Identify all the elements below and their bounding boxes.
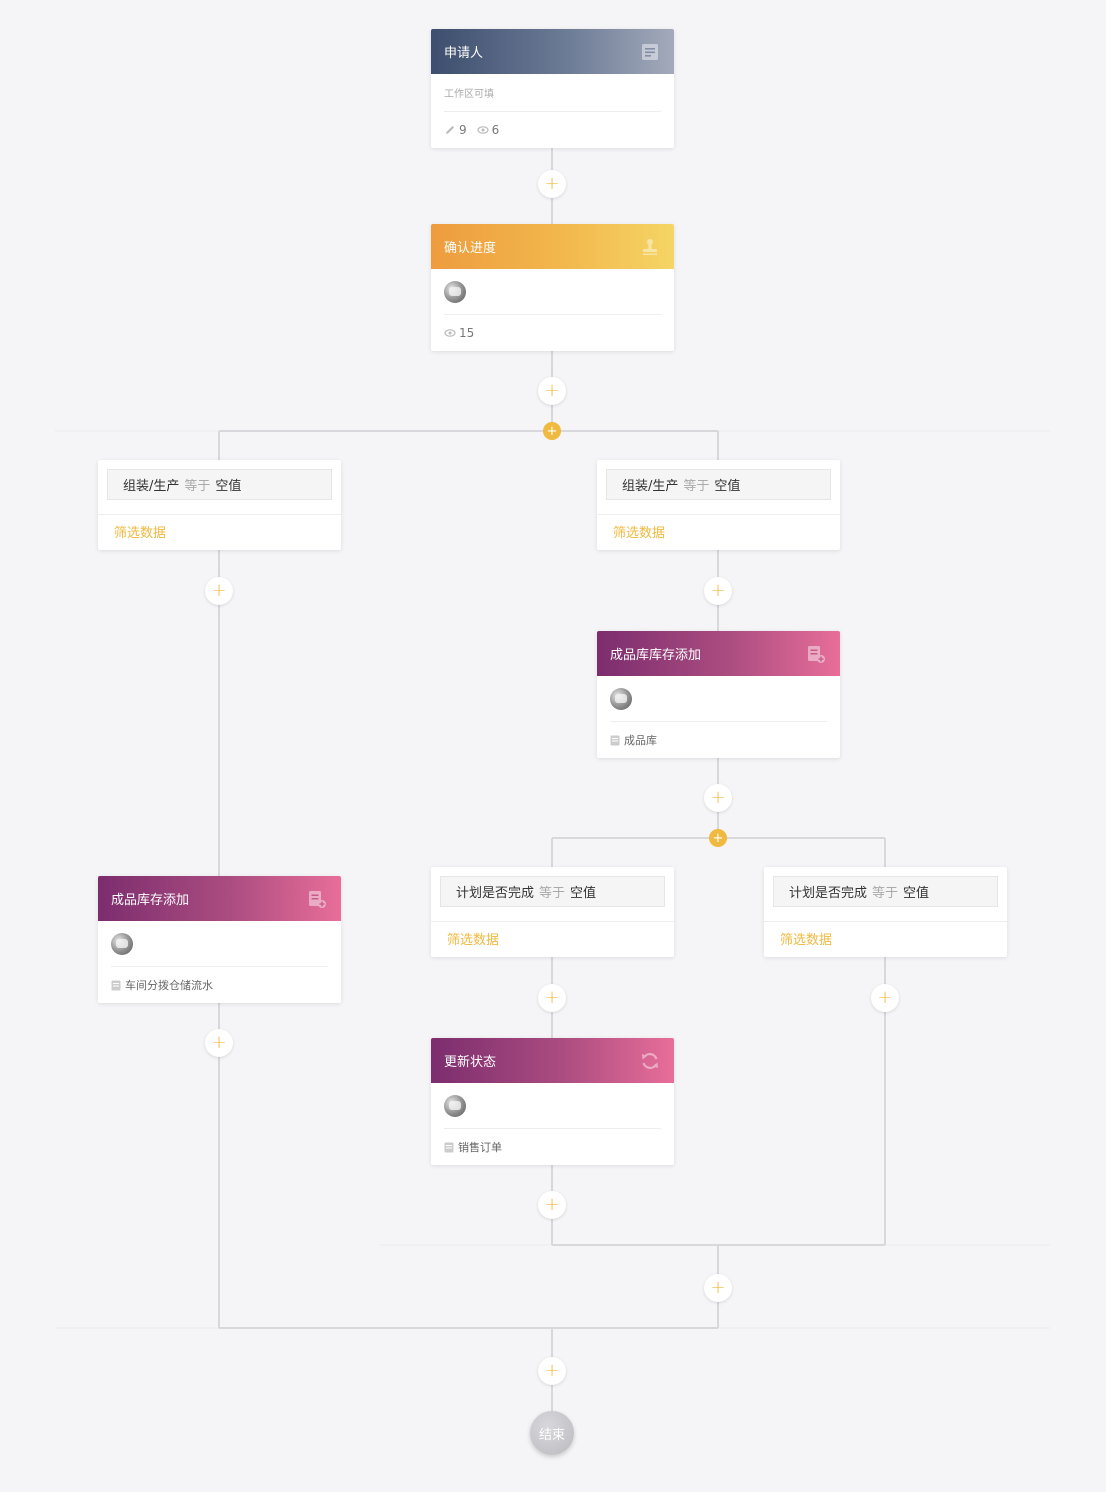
condition-field: 组装/生产 — [622, 479, 679, 494]
edit-count: 9 — [444, 123, 467, 137]
node-title: 成品库库存添加 — [610, 648, 702, 663]
node-header: 更新状态 — [431, 1038, 674, 1083]
condition-value: 空值 — [570, 886, 597, 901]
add-node-button[interactable]: + — [538, 170, 566, 198]
node-confirm[interactable]: 确认进度 15 — [431, 224, 674, 351]
node-applicant-header: 申请人 — [431, 29, 674, 74]
condition-value: 空值 — [903, 886, 930, 901]
condition-op: 等于 — [683, 479, 710, 494]
node-title: 申请人 — [444, 46, 484, 61]
condition-value: 空值 — [714, 479, 741, 494]
node-update-status[interactable]: 更新状态 销售订单 — [431, 1038, 674, 1165]
target-worksheet: 销售订单 — [444, 1139, 502, 1155]
sheet-icon — [111, 980, 121, 990]
view-count: 15 — [444, 326, 474, 340]
eye-icon — [477, 126, 489, 134]
node-applicant[interactable]: 申请人 工作区可填 9 6 — [431, 29, 674, 148]
condition-op: 等于 — [872, 886, 899, 901]
sheet-icon — [444, 1142, 454, 1152]
filter-data-link[interactable]: 筛选数据 — [613, 526, 666, 541]
node-title: 成品库存添加 — [111, 893, 190, 908]
form-icon — [639, 41, 661, 63]
add-node-button[interactable]: + — [538, 1357, 566, 1385]
add-branch-button[interactable]: + — [543, 422, 561, 440]
target-worksheet: 成品库 — [610, 732, 657, 748]
end-label: 结束 — [538, 1427, 565, 1443]
condition-mid[interactable]: 计划是否完成 等于 空值 筛选数据 — [431, 867, 674, 957]
node-hint: 工作区可填 — [444, 89, 494, 100]
node-title: 确认进度 — [444, 241, 497, 256]
refresh-icon — [639, 1050, 661, 1072]
add-node-button[interactable]: + — [704, 1274, 732, 1302]
add-node-button[interactable]: + — [871, 984, 899, 1012]
end-node: 结束 — [530, 1411, 574, 1455]
filter-data-link[interactable]: 筛选数据 — [114, 526, 167, 541]
add-node-button[interactable]: + — [704, 577, 732, 605]
add-record-icon — [805, 643, 827, 665]
add-node-button[interactable]: + — [205, 1029, 233, 1057]
add-node-button[interactable]: + — [538, 1191, 566, 1219]
add-node-button[interactable]: + — [538, 377, 566, 405]
condition-field: 组装/生产 — [123, 479, 180, 494]
pencil-icon — [446, 126, 454, 134]
condition-rule: 计划是否完成 等于 空值 — [773, 876, 998, 907]
condition-field: 计划是否完成 — [789, 886, 868, 901]
sheet-icon — [610, 735, 620, 745]
filter-data-link[interactable]: 筛选数据 — [447, 933, 500, 948]
condition-op: 等于 — [539, 886, 566, 901]
condition-field: 计划是否完成 — [456, 886, 535, 901]
condition-value: 空值 — [215, 479, 242, 494]
condition-op: 等于 — [184, 479, 211, 494]
filter-data-link[interactable]: 筛选数据 — [780, 933, 833, 948]
node-header: 成品库库存添加 — [597, 631, 840, 676]
target-worksheet: 车间分拨仓储流水 — [111, 977, 213, 993]
node-title: 更新状态 — [444, 1055, 497, 1070]
condition-rule: 计划是否完成 等于 空值 — [440, 876, 665, 907]
condition-rule: 组装/生产 等于 空值 — [107, 469, 332, 500]
add-node-button[interactable]: + — [538, 984, 566, 1012]
condition-rule: 组装/生产 等于 空值 — [606, 469, 831, 500]
avatar — [444, 1094, 466, 1117]
node-add-stock-right[interactable]: 成品库库存添加 成品库 — [597, 631, 840, 758]
node-confirm-header: 确认进度 — [431, 224, 674, 269]
view-count: 6 — [477, 123, 499, 137]
stamp-icon — [639, 236, 661, 258]
node-add-stock-left[interactable]: 成品库存添加 车间分拨仓储流水 — [98, 876, 341, 1003]
avatar — [610, 687, 632, 710]
avatar — [111, 932, 133, 955]
condition-far[interactable]: 计划是否完成 等于 空值 筛选数据 — [764, 867, 1007, 957]
add-node-button[interactable]: + — [704, 784, 732, 812]
condition-left[interactable]: 组装/生产 等于 空值 筛选数据 — [98, 460, 341, 550]
add-record-icon — [306, 888, 328, 910]
add-branch-button[interactable]: + — [709, 829, 727, 847]
condition-right[interactable]: 组装/生产 等于 空值 筛选数据 — [597, 460, 840, 550]
avatar — [444, 280, 466, 303]
eye-icon — [444, 329, 456, 337]
node-header: 成品库存添加 — [98, 876, 341, 921]
add-node-button[interactable]: + — [205, 577, 233, 605]
